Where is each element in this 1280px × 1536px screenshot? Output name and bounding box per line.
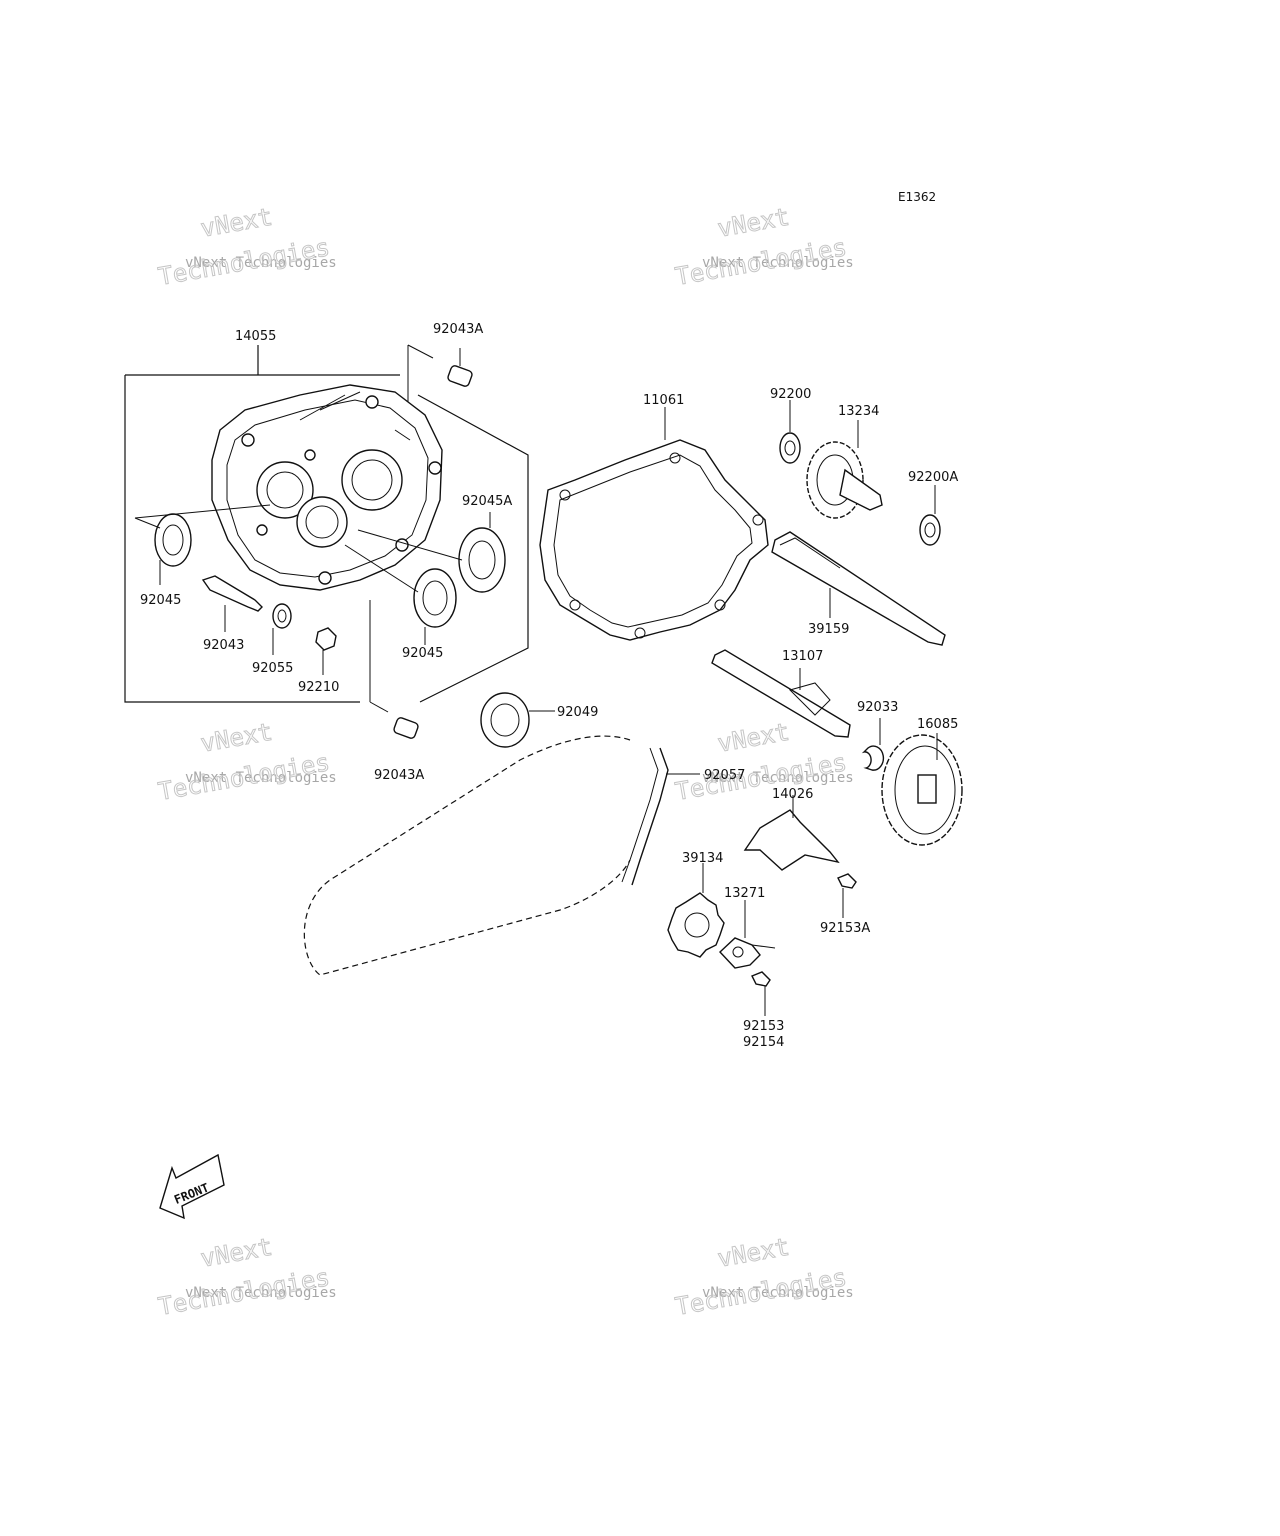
bearing-left [134,504,271,585]
label-16085: 16085 [917,717,958,732]
watermark-line3: Technologies [156,748,332,806]
label-39134: 39134 [682,851,723,866]
label-92043: 92043 [203,638,244,653]
bolt-92153 [751,971,771,1016]
washer-92055 [272,603,292,655]
stud-bolt [201,575,263,632]
watermark-line2: vNext Technologies [185,255,337,271]
label-14055: 14055 [235,329,276,344]
watermark-line3: Technologies [156,1263,332,1321]
label-92210: 92210 [298,680,339,695]
label-92154: 92154 [743,1035,784,1050]
label-92153A: 92153A [820,921,870,936]
bearing-92045A [357,512,506,593]
sprocket-39134 [667,863,725,958]
circlip-92033 [861,718,885,771]
diagram-code: E1362 [898,190,936,204]
washer-92200 [779,400,801,464]
gasket-11061 [539,407,769,641]
bearing-92049 [480,692,555,748]
watermark-line1: vNext [715,718,791,758]
assembly-bracket-14055 [124,344,529,713]
watermark-bottom-left: vNext vNext Technologies Technologies [156,1232,337,1321]
drive-chain-92057 [303,735,700,976]
watermarks: vNext vNext Technologies Technologies vN… [156,202,854,1321]
watermark-middle-left: vNext vNext Technologies Technologies [156,717,337,806]
label-92055: 92055 [252,661,293,676]
watermark-top-left: vNext vNext Technologies Technologies [156,202,337,291]
watermark-line1: vNext [715,203,791,243]
dowel-pin-bottom [393,717,419,739]
label-92043A-bottom: 92043A [374,768,424,783]
label-14026: 14026 [772,787,813,802]
shaft-39159 [771,531,946,646]
watermark-line2: vNext Technologies [702,255,854,271]
label-92200A: 92200A [908,470,958,485]
label-13234: 13234 [838,404,879,419]
label-92153: 92153 [743,1019,784,1034]
watermark-line1: vNext [198,203,274,243]
washer-92200A [919,485,941,546]
lock-plate-13271 [719,900,776,969]
dowel-pin-top [447,348,473,387]
label-92045A: 92045A [462,494,512,509]
part-labels: 14055 92043A 11061 92200 13234 92200A 92… [140,322,958,1050]
watermark-bottom-right: vNext vNext Technologies Technologies [673,1232,854,1321]
label-39159: 39159 [808,622,849,637]
label-92057: 92057 [704,768,745,783]
label-92043A-top: 92043A [433,322,483,337]
crankcase-cover [211,384,443,591]
label-92045-right: 92045 [402,646,443,661]
watermark-line3: Technologies [673,233,849,291]
watermark-line2: vNext Technologies [185,1285,337,1301]
gear-16085 [881,733,963,846]
chain-guide-14026 [743,795,840,871]
nut-92210 [315,627,337,675]
label-13271: 13271 [724,886,765,901]
gear-13234 [806,420,883,519]
label-92049: 92049 [557,705,598,720]
bearing-92045-right [344,544,457,645]
shaft-13107 [711,649,851,738]
label-13107: 13107 [782,649,823,664]
label-92200: 92200 [770,387,811,402]
watermark-line1: vNext [198,1233,274,1273]
watermark-top-right: vNext vNext Technologies Technologies [673,202,854,291]
label-92045-left: 92045 [140,593,181,608]
watermark-line2: vNext Technologies [702,1285,854,1301]
watermark-line1: vNext [198,718,274,758]
front-direction-marker: FRONT [159,1153,225,1220]
watermark-line1: vNext [715,1233,791,1273]
watermark-line3: Technologies [673,1263,849,1321]
bolt-92153A [837,873,857,918]
label-92033: 92033 [857,700,898,715]
watermark-line3: Technologies [673,748,849,806]
label-11061: 11061 [643,393,684,408]
watermark-line2: vNext Technologies [702,770,854,786]
watermark-line2: vNext Technologies [185,770,337,786]
watermark-line3: Technologies [156,233,332,291]
